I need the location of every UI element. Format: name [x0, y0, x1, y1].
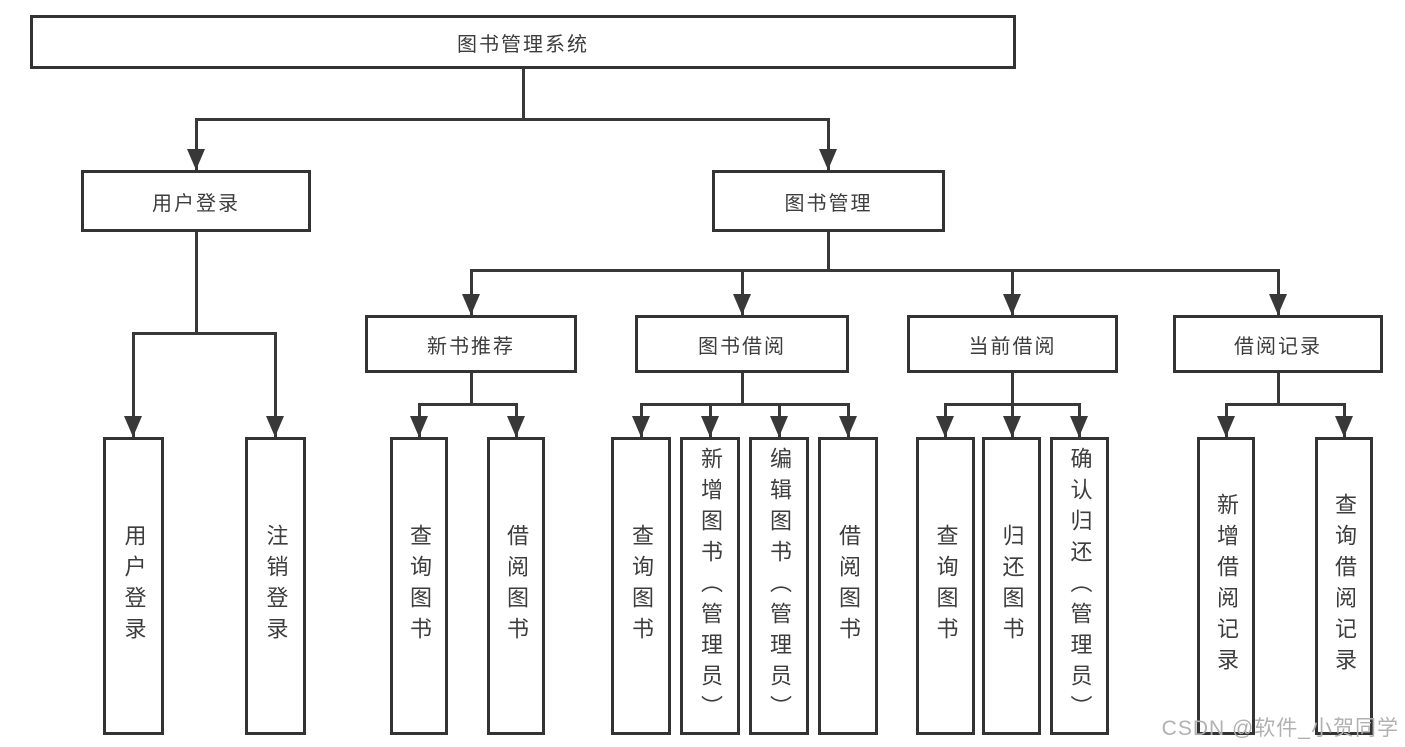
leaf-cb-confirm-return: 确认归还（管理员）	[1050, 437, 1109, 735]
leaf-logout: 注销登录	[245, 437, 306, 735]
root-node: 图书管理系统	[30, 15, 1016, 69]
connector-drop-user-login	[195, 118, 198, 170]
connector-drop-leaf-logout	[274, 332, 277, 437]
leaf-bb-query-books-label: 查询图书	[629, 524, 654, 648]
root-node-label: 图书管理系统	[457, 33, 589, 56]
node-borrow-records-label: 借阅记录	[1234, 335, 1322, 358]
leaf-bb-query-books: 查询图书	[611, 437, 671, 735]
leaf-bb-edit-books-label: 编辑图书（管理员）	[767, 446, 792, 726]
node-new-book-recommend-label: 新书推荐	[427, 335, 515, 358]
leaf-rec-borrow-books-label: 借阅图书	[504, 524, 529, 648]
connector-drop-book-borrow	[741, 269, 744, 315]
arrow-down-icon	[819, 149, 837, 170]
arrow-down-icon	[410, 416, 428, 437]
connector-book-borrow-stem	[741, 373, 744, 406]
leaf-cb-return-books: 归还图书	[982, 437, 1041, 735]
leaf-bb-add-books: 新增图书（管理员）	[680, 437, 740, 735]
connector-new-book-recommend-stem	[470, 373, 473, 406]
node-book-borrow: 图书借阅	[635, 315, 849, 373]
connector-book-management-stem	[827, 232, 830, 272]
arrow-down-icon	[632, 416, 650, 437]
arrow-down-icon	[266, 416, 284, 437]
arrow-down-icon	[462, 294, 480, 315]
leaf-cb-query-books: 查询图书	[916, 437, 975, 735]
arrow-down-icon	[187, 149, 205, 170]
arrow-down-icon	[936, 416, 954, 437]
arrow-down-icon	[1003, 416, 1021, 437]
leaf-br-add-record-label: 新增借阅记录	[1214, 493, 1239, 679]
connector-user-login-stem	[195, 232, 198, 335]
connector-drop-leaf-user-login	[132, 332, 135, 437]
leaf-rec-query-books: 查询图书	[390, 437, 448, 735]
leaf-br-query-record: 查询借阅记录	[1315, 437, 1373, 735]
arrow-down-icon	[839, 416, 857, 437]
leaf-user-login-label: 用户登录	[121, 524, 147, 648]
connector-book-management-crossbar	[470, 269, 1280, 272]
connector-user-login-crossbar	[132, 332, 277, 335]
leaf-bb-edit-books: 编辑图书（管理员）	[749, 437, 809, 735]
connector-root-stem	[522, 68, 525, 120]
leaf-cb-confirm-return-label: 确认归还（管理员）	[1067, 446, 1093, 726]
connector-borrow-records-stem	[1277, 373, 1280, 406]
connector-drop-current-borrow	[1011, 269, 1014, 315]
node-book-management-label: 图书管理	[784, 192, 873, 215]
arrow-down-icon	[1217, 416, 1235, 437]
node-current-borrow-label: 当前借阅	[968, 335, 1057, 358]
connector-current-borrow-stem	[1011, 373, 1014, 406]
node-new-book-recommend: 新书推荐	[365, 315, 577, 373]
arrow-down-icon	[1003, 294, 1021, 315]
node-current-borrow: 当前借阅	[907, 315, 1118, 373]
connector-root-crossbar	[195, 118, 830, 121]
connector-new-book-recommend-crossbar	[418, 403, 518, 406]
leaf-cb-return-books-label: 归还图书	[999, 524, 1025, 648]
node-user-login-label: 用户登录	[152, 192, 240, 215]
connector-book-borrow-crossbar	[640, 403, 850, 406]
csdn-watermark: CSDN @软件_小贺同学	[1161, 717, 1399, 740]
arrow-down-icon	[124, 416, 142, 437]
arrow-down-icon	[770, 416, 788, 437]
arrow-down-icon	[701, 416, 719, 437]
leaf-user-login: 用户登录	[103, 437, 164, 735]
leaf-logout-label: 注销登录	[263, 524, 289, 648]
arrow-down-icon	[733, 294, 751, 315]
leaf-bb-borrow-books-label: 借阅图书	[836, 524, 861, 648]
leaf-bb-add-books-label: 新增图书（管理员）	[698, 446, 723, 726]
node-book-management: 图书管理	[712, 170, 945, 232]
leaf-cb-query-books-label: 查询图书	[933, 524, 959, 648]
node-book-borrow-label: 图书借阅	[698, 335, 786, 358]
leaf-rec-borrow-books: 借阅图书	[487, 437, 545, 735]
connector-drop-book-management	[827, 118, 830, 170]
connector-drop-borrow-records	[1277, 269, 1280, 315]
leaf-br-query-record-label: 查询借阅记录	[1332, 493, 1357, 679]
leaf-rec-query-books-label: 查询图书	[407, 524, 432, 648]
leaf-br-add-record: 新增借阅记录	[1197, 437, 1255, 735]
arrow-down-icon	[1070, 416, 1088, 437]
arrow-down-icon	[1335, 416, 1353, 437]
arrow-down-icon	[507, 416, 525, 437]
connector-borrow-records-crossbar	[1225, 403, 1346, 406]
leaf-bb-borrow-books: 借阅图书	[818, 437, 878, 735]
node-borrow-records: 借阅记录	[1173, 315, 1383, 373]
node-user-login: 用户登录	[81, 170, 311, 232]
connector-drop-new-book-recommend	[470, 269, 473, 315]
arrow-down-icon	[1269, 294, 1287, 315]
